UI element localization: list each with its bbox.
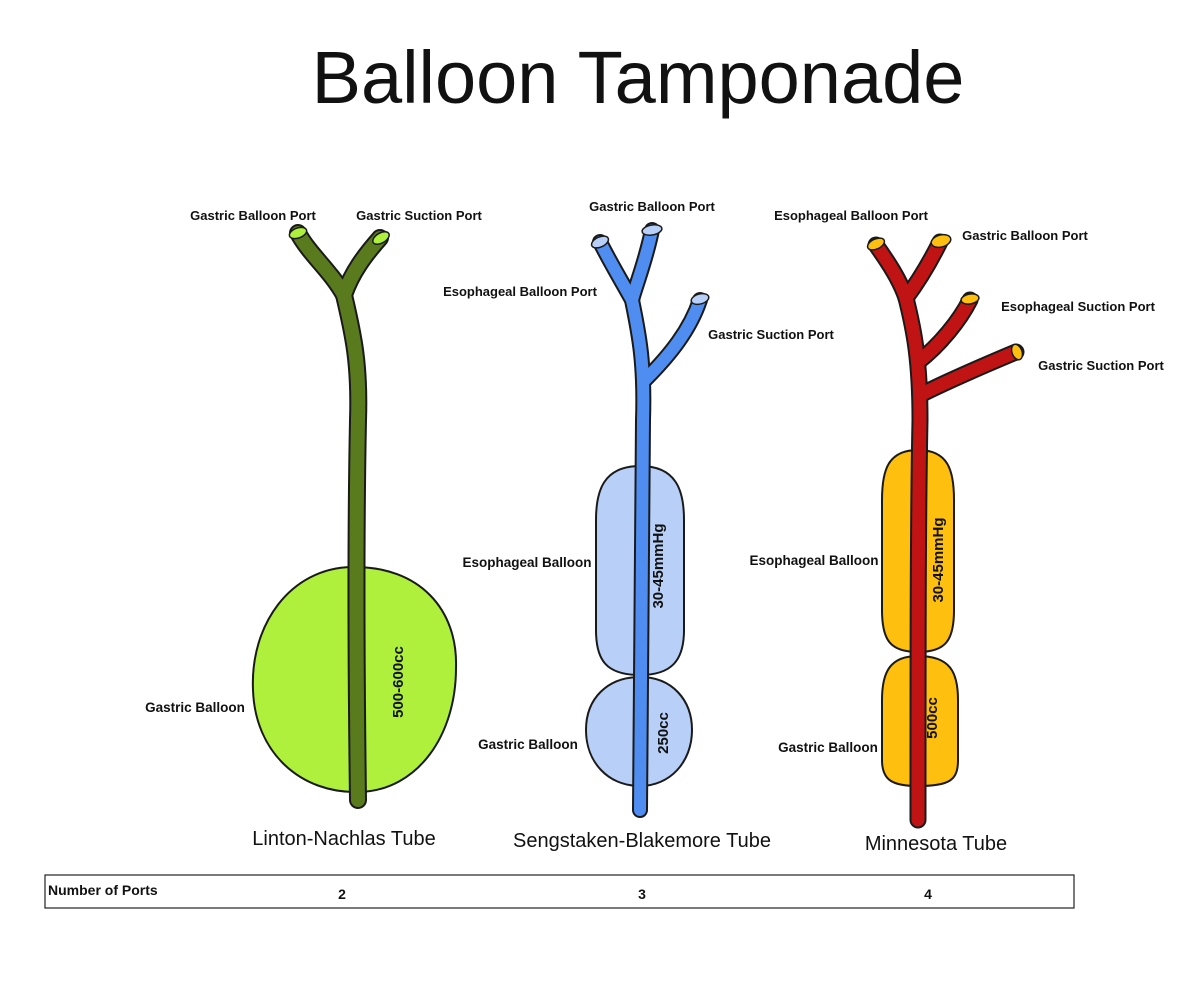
sengstaken-blakemore-tube: Gastric Balloon Port Esophageal Balloon … [443,199,834,852]
minnesota-esophageal-balloon-label: Esophageal Balloon [749,553,878,568]
sengstaken-top-port-opening [641,224,663,236]
minnesota-gastric-balloon-port-opening [930,233,952,249]
minnesota-esophageal-suction-port-label: Esophageal Suction Port [1001,299,1156,314]
minnesota-gastric-suction-port-opening [1010,343,1024,361]
ports-row-label: Number of Ports [48,882,158,898]
linton-right-port-opening [372,231,390,245]
linton-gastric-balloon-label: Gastric Balloon [145,700,245,715]
minnesota-gastric-balloon-port-label: Gastric Balloon Port [962,228,1088,243]
sengstaken-gastric-balloon-label: Gastric Balloon [478,737,578,752]
sengstaken-esophageal-balloon-label: Esophageal Balloon [462,555,591,570]
minnesota-ports-count: 4 [924,886,932,902]
linton-tube-body [289,224,389,809]
minnesota-tube-name: Minnesota Tube [865,833,1007,855]
linton-nachlas-tube: Gastric Balloon Port Gastric Suction Por… [145,208,482,850]
minnesota-gastric-balloon-label: Gastric Balloon [778,740,878,755]
sengstaken-blakemore-tube-name: Sengstaken-Blakemore Tube [513,830,771,852]
sengstaken-ports-count: 3 [638,886,646,902]
sengstaken-gastric-balloon-port-label: Gastric Balloon Port [589,199,715,214]
ports-table-border [44,874,1075,909]
sengstaken-gastric-suction-port-label: Gastric Suction Port [708,327,834,342]
minnesota-esophageal-pressure: 30-45mmHg [930,517,947,602]
sengstaken-tube-body [592,222,708,818]
linton-gastric-volume: 500-600cc [390,646,407,718]
minnesota-tube-body [867,233,1025,829]
minnesota-esophageal-balloon-port-label: Esophageal Balloon Port [774,208,929,223]
minnesota-gastric-suction-port-label: Gastric Suction Port [1038,358,1164,373]
sengstaken-left-port-opening [590,235,610,249]
minnesota-esophageal-balloon-port-opening [866,237,886,251]
sengstaken-esophageal-pressure: 30-45mmHg [650,523,667,608]
linton-nachlas-tube-name: Linton-Nachlas Tube [252,828,435,850]
minnesota-esophageal-suction-port-opening [960,293,980,305]
ports-table: Number of Ports 2 3 4 [44,874,1075,909]
linton-gastric-balloon-port-label: Gastric Balloon Port [190,208,316,223]
sengstaken-gastric-volume: 250cc [655,712,672,754]
page-title: Balloon Tamponade [312,36,965,119]
minnesota-gastric-volume: 500cc [924,697,941,739]
linton-gastric-suction-port-label: Gastric Suction Port [356,208,482,223]
sengstaken-esophageal-balloon-port-label: Esophageal Balloon Port [443,284,598,299]
sengstaken-right-port-opening [690,292,710,306]
linton-ports-count: 2 [338,886,346,902]
linton-left-port-opening [288,226,308,240]
minnesota-tube: Esophageal Balloon Port Gastric Balloon … [749,208,1164,855]
